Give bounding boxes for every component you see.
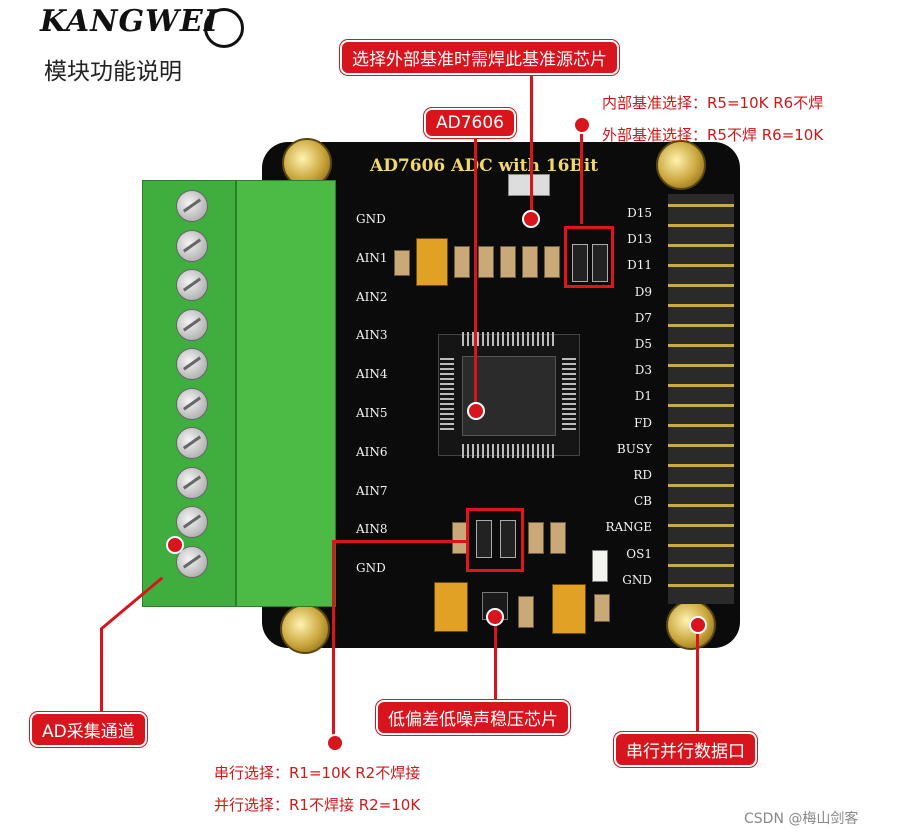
leader-line xyxy=(100,628,103,718)
cap-c6 xyxy=(522,246,538,278)
pin-label: AIN4 xyxy=(356,367,388,382)
brand-k-icon xyxy=(204,8,244,48)
mounting-nut-icon xyxy=(656,140,706,190)
cap-c5 xyxy=(528,522,544,554)
pin-label: OS1 xyxy=(626,546,652,561)
leader-line xyxy=(332,540,468,543)
brand-logo: KANGWEI xyxy=(40,4,219,39)
terminal-screw-icon xyxy=(176,506,208,538)
resistor-r3 xyxy=(550,522,566,554)
cap-c7 xyxy=(544,246,560,278)
pin-label: D1 xyxy=(634,389,652,404)
chip-pins xyxy=(462,332,554,346)
pin-label: D13 xyxy=(627,232,652,247)
marker-dot xyxy=(689,616,707,634)
chip-pins xyxy=(440,358,454,432)
pin-label: D7 xyxy=(634,310,652,325)
pin-label: RD xyxy=(633,468,652,482)
pin-label: GND xyxy=(356,212,386,226)
note-external-ref: 外部基准选择：R5不焊 R6=10K xyxy=(602,126,824,144)
terminal-plug-block xyxy=(236,180,336,607)
terminal-screw-icon xyxy=(176,308,208,341)
pin-label: AIN6 xyxy=(356,444,388,459)
pin-label: RANGE xyxy=(605,520,652,535)
r1-r2-highlight-box xyxy=(466,508,524,572)
callout-ref-chip: 选择外部基准时需焊此基准源芯片 xyxy=(340,40,619,75)
terminal-screw-icon xyxy=(176,545,208,578)
pin-label: AIN8 xyxy=(356,522,388,537)
terminal-screw-icon xyxy=(176,466,208,499)
terminal-screw-icon xyxy=(176,269,208,301)
callout-channels: AD采集通道 xyxy=(30,712,147,747)
note-serial: 串行选择：R1=10K R2不焊接 xyxy=(214,764,421,782)
resistor-r5 xyxy=(572,244,588,282)
leader-line xyxy=(530,74,533,218)
marker-dot xyxy=(573,116,591,134)
pin-label: D5 xyxy=(634,337,652,351)
pin-label: AIN1 xyxy=(356,250,388,265)
tantalum-cap-c8 xyxy=(552,584,586,634)
pin-label: D9 xyxy=(634,284,652,299)
pin-label: BUSY xyxy=(616,441,652,456)
pin-label: CB xyxy=(634,494,652,509)
pin-label: AIN2 xyxy=(356,289,388,304)
tantalum-cap-c13 xyxy=(434,582,468,632)
pin-label: AIN5 xyxy=(356,406,388,420)
note-parallel: 并行选择：R1不焊接 R2=10K xyxy=(214,796,421,814)
chip-pins xyxy=(562,358,576,432)
chip-pins xyxy=(462,444,554,458)
pin-label: D11 xyxy=(627,258,652,273)
leader-line xyxy=(580,126,583,224)
callout-ldo: 低偏差低噪声稳压芯片 xyxy=(376,700,570,735)
mounting-nut-icon xyxy=(280,604,330,654)
terminal-screw-icon xyxy=(176,387,208,420)
note-internal-ref: 内部基准选择：R5=10K R6不焊 xyxy=(602,94,824,112)
pin-label: AIN3 xyxy=(356,328,388,343)
leader-line xyxy=(494,618,497,702)
terminal-screw-icon xyxy=(176,427,208,459)
brand-subtitle: 模块功能说明 xyxy=(44,59,182,85)
led-l2 xyxy=(592,550,608,582)
resistor-r4 xyxy=(594,594,610,622)
leader-line xyxy=(332,540,335,736)
marker-dot xyxy=(522,210,540,228)
callout-parallel-port: 串行并行数据口 xyxy=(614,732,757,767)
marker-dot xyxy=(326,734,344,752)
pin-label: D15 xyxy=(627,206,652,220)
leader-line xyxy=(474,130,477,408)
pin-label: D3 xyxy=(634,363,652,378)
mounting-nut-icon xyxy=(282,138,332,188)
r5-r6-highlight-box xyxy=(564,226,614,288)
pin-label: GND xyxy=(622,572,652,587)
terminal-screw-icon xyxy=(176,348,208,380)
pin-header xyxy=(668,194,734,604)
tantalum-cap-c9 xyxy=(416,238,448,286)
ad7606-chip xyxy=(462,356,556,436)
marker-dot xyxy=(467,402,485,420)
cap-c4 xyxy=(500,246,516,278)
marker-dot xyxy=(166,536,184,554)
callout-ad7606: AD7606 xyxy=(424,108,516,138)
pin-label: GND xyxy=(356,561,386,576)
terminal-screw-icon xyxy=(176,229,208,262)
component-l1 xyxy=(394,250,410,276)
resistor-r1 xyxy=(500,520,516,558)
cap-c2 xyxy=(478,246,494,278)
board-silkscreen-title: AD7606 ADC with 16Bit xyxy=(370,156,599,176)
cap-c12 xyxy=(454,246,470,278)
watermark: CSDN @梅山剑客 xyxy=(744,811,859,827)
cap-c10 xyxy=(518,596,534,628)
terminal-screw-icon xyxy=(176,190,208,222)
ref-chip-component xyxy=(508,174,550,196)
marker-dot xyxy=(486,608,504,626)
resistor-r2 xyxy=(476,520,492,558)
pin-label: AIN7 xyxy=(356,483,388,498)
leader-line xyxy=(696,626,699,736)
pin-label: FD xyxy=(634,415,652,430)
resistor-r6 xyxy=(592,244,608,282)
